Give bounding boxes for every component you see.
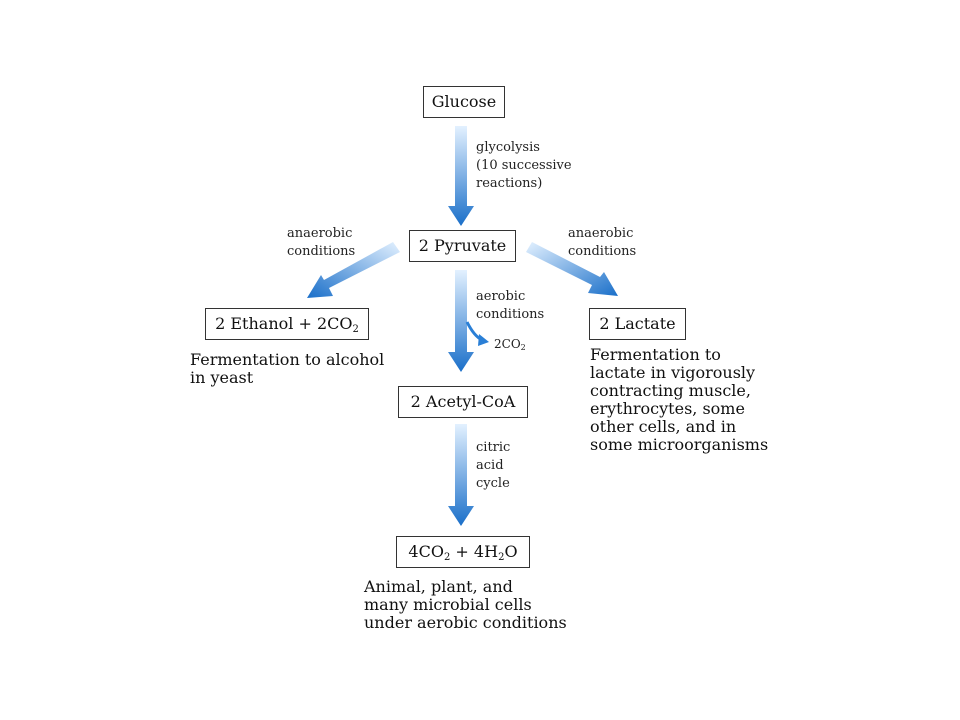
final-caption-line: under aerobic conditions [364,613,567,632]
lactate-box: 2 Lactate [589,308,686,340]
ethanol-caption-line: Fermentation to alcohol [190,350,385,369]
anaerobic-left-label: anaerobic conditions [287,225,355,261]
co2-subscript: 2 [443,552,451,563]
lactate-label: 2 Lactate [599,314,676,333]
citric-acid-label-line: acid [476,458,504,473]
ethanol-box: 2 Ethanol + 2CO2 [205,308,369,340]
h2o-text: + 4H [450,542,499,561]
h2o-suffix: O [504,542,518,561]
lactate-caption: Fermentation to lactate in vigorously co… [590,346,768,454]
ethanol-caption-line: in yeast [190,368,254,387]
citric-acid-arrow [448,424,474,526]
anaerobic-left-arrow [307,242,400,298]
final-products-box: 4CO2 + 4H2O [396,536,530,568]
pyruvate-label: 2 Pyruvate [418,236,507,255]
ethanol-label-main: 2 Ethanol + 2CO [215,314,353,333]
glucose-label: Glucose [431,92,497,111]
co2-release-arrowhead [478,334,489,346]
acetyl-coa-label: 2 Acetyl-CoA [410,392,516,411]
glycolysis-arrow [448,126,474,226]
glucose-box: Glucose [423,86,505,118]
citric-acid-label: citric acid cycle [476,439,510,493]
ethanol-label-subscript: 2 [352,324,359,335]
final-caption: Animal, plant, and many microbial cells … [364,578,567,632]
co2-release-text: 2CO [494,337,521,351]
ethanol-label: 2 Ethanol + 2CO2 [215,314,359,335]
lactate-caption-line: some microorganisms [590,435,769,454]
co2-text: 4CO [408,542,444,561]
glycolysis-label-line: reactions) [476,176,543,191]
lactate-caption-line: other cells, and in [590,417,737,436]
citric-acid-label-line: cycle [476,476,510,491]
lactate-caption-line: erythrocytes, some [590,399,745,418]
lactate-caption-line: contracting muscle, [590,381,751,400]
anaerobic-right-label: anaerobic conditions [568,225,636,261]
final-caption-line: many microbial cells [364,595,532,614]
citric-acid-label-line: citric [476,440,511,455]
aerobic-arrow [448,270,474,372]
ethanol-caption: Fermentation to alcohol in yeast [190,351,384,387]
glycolysis-label-line: glycolysis [476,140,540,155]
anaerobic-left-label-line: anaerobic [287,226,353,241]
co2-release-subscript: 2 [520,343,526,352]
anaerobic-right-label-line: conditions [568,244,637,259]
aerobic-label-line: aerobic [476,289,526,304]
lactate-caption-line: lactate in vigorously [590,363,756,382]
aerobic-label-line: conditions [476,307,545,322]
glycolysis-label: glycolysis (10 successive reactions) [476,139,572,193]
h2o-subscript: 2 [498,552,505,563]
acetyl-coa-box: 2 Acetyl-CoA [398,386,528,418]
final-products-label: 4CO2 + 4H2O [408,542,518,563]
anaerobic-right-label-line: anaerobic [568,226,634,241]
co2-release-label: 2CO2 [494,337,526,352]
aerobic-label: aerobic conditions [476,288,544,324]
glycolysis-label-line: (10 successive [476,158,572,173]
final-caption-line: Animal, plant, and [364,577,513,596]
lactate-caption-line: Fermentation to [590,345,721,364]
anaerobic-left-label-line: conditions [287,244,356,259]
pyruvate-box: 2 Pyruvate [409,230,516,262]
anaerobic-right-arrow [526,242,618,296]
